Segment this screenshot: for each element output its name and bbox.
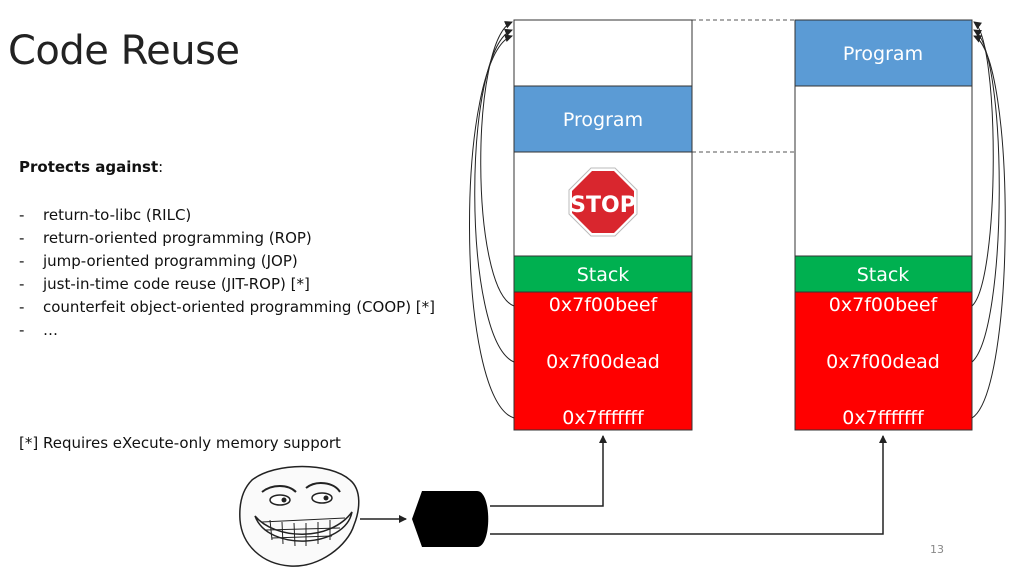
attacker-input-box	[412, 491, 489, 547]
left-address-3: 0x7fffffff	[562, 407, 645, 429]
left-pointer-arrows	[469, 21, 515, 419]
left-pointer-arrow	[474, 28, 515, 363]
attack-list: return-to-libc (RILC) return-oriented pr…	[19, 204, 435, 342]
attack-item: counterfeit object-oriented programming …	[19, 296, 435, 319]
protects-heading-label: Protects against	[19, 158, 159, 176]
left-address-1: 0x7f00beef	[549, 294, 659, 316]
left-data-block	[513, 291, 693, 431]
attack-item: jump-oriented programming (JOP)	[19, 250, 435, 273]
attack-item: return-oriented programming (ROP)	[19, 227, 435, 250]
right-memory-column: Program Stack 0x7f00beef 0x7f00dead 0x7f…	[794, 19, 973, 431]
slide-title: Code Reuse	[8, 28, 240, 74]
stop-sign-text: STOP	[570, 193, 636, 218]
left-stack-block	[513, 255, 693, 293]
right-program-block	[794, 19, 973, 87]
troll-face-icon	[239, 465, 360, 567]
attack-item: …	[19, 319, 435, 342]
right-pointer-arrows	[971, 21, 1006, 419]
right-pointer-arrow	[971, 29, 1000, 363]
right-address-1: 0x7f00beef	[829, 294, 939, 316]
left-address-2: 0x7f00dead	[546, 351, 660, 373]
right-program-label: Program	[843, 43, 923, 65]
connector-to-left-column	[490, 435, 607, 507]
left-pointer-arrow	[469, 34, 515, 419]
stop-sign-icon: STOP	[568, 167, 638, 237]
footnote: [*] Requires eXecute-only memory support	[19, 434, 341, 452]
right-stack-block	[794, 255, 973, 293]
right-stack-label: Stack	[857, 264, 910, 286]
protects-heading: Protects against:	[19, 158, 163, 176]
left-empty-region	[513, 19, 693, 87]
right-address-3: 0x7fffffff	[842, 407, 925, 429]
attack-item: just-in-time code reuse (JIT-ROP) [*]	[19, 273, 435, 296]
connector-lines	[490, 435, 887, 535]
right-data-block	[794, 291, 973, 431]
page-number: 13	[930, 543, 944, 556]
connector-to-right-column	[490, 435, 887, 535]
left-pointer-arrow	[480, 21, 515, 307]
right-address-2: 0x7f00dead	[826, 351, 940, 373]
left-stack-label: Stack	[577, 264, 630, 286]
left-memory-column: Program STOP Stack 0x7f00beef 0x7f00dead…	[513, 19, 693, 431]
left-program-label: Program	[563, 109, 643, 131]
right-pointer-arrow	[971, 35, 1006, 419]
right-pointer-arrow	[971, 21, 994, 307]
protects-heading-colon: :	[158, 158, 164, 176]
right-empty-region	[794, 85, 973, 257]
attack-item: return-to-libc (RILC)	[19, 204, 435, 227]
